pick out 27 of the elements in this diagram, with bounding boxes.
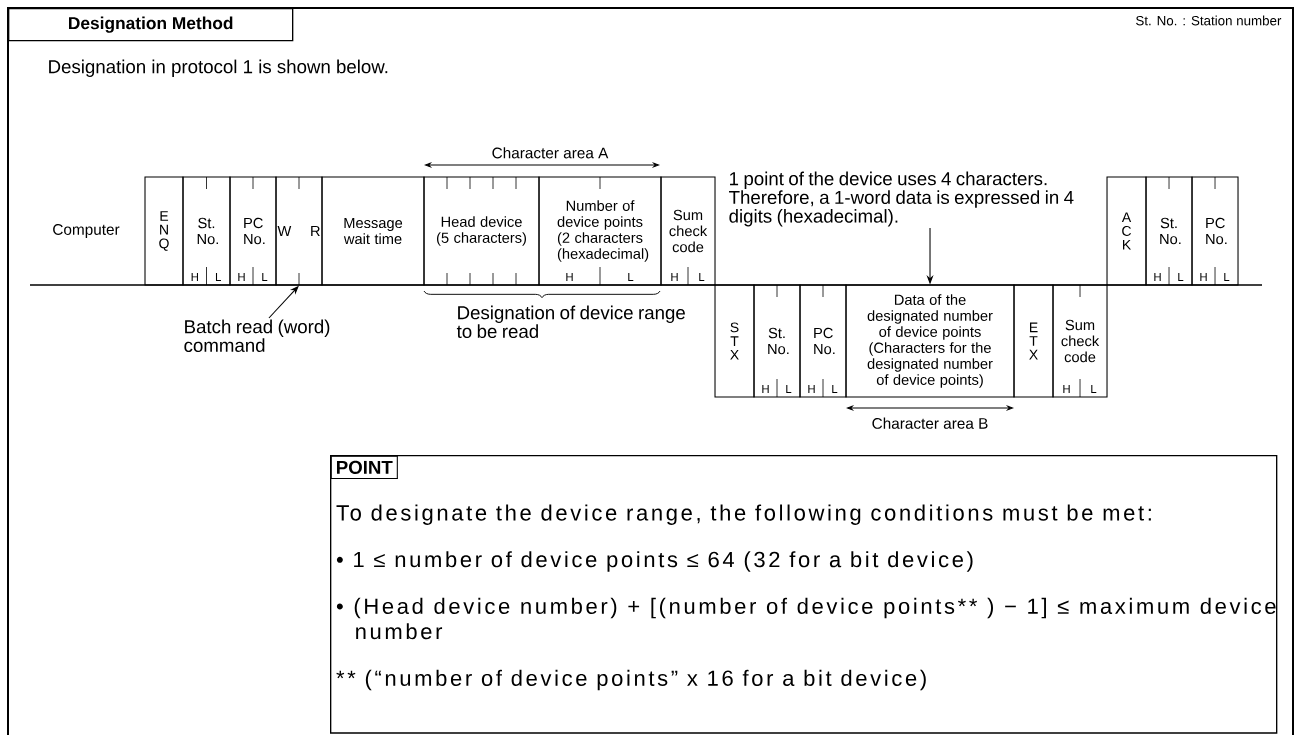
frame-cell: Head device (5 characters) (423, 176, 540, 286)
frame-cell: PC No. H L (799, 284, 847, 398)
frame-cell: PC No. H L (1191, 176, 1239, 286)
frame-cell: Message wait time (321, 176, 425, 286)
frame-cell: W R (275, 176, 323, 286)
frame-cell: Number of device points (2 characters (hexadecimal) H L (538, 176, 662, 286)
row-label: Computer (53, 224, 120, 238)
frame-cell: ENQ (144, 176, 184, 286)
callout-text: Batch read (word) command (184, 319, 330, 353)
heading-box: Designation Method (8, 8, 294, 42)
frame-cell: Sum check code H L (1052, 284, 1108, 398)
area-label: Character area A (492, 147, 609, 159)
frame-cell: St. No. H L (1145, 176, 1193, 286)
frame-cell: St. No. H L (753, 284, 801, 398)
point-box: POINT To designate the device range, the following conditions must be met: • 1 ≤ number of device points ≤ 64 (32 for a bit device) • (Head device number) + [(number of device points** ) − 1] ≤ maximum device number ** (“number of device points” x 16 for a bit device) (330, 455, 1278, 734)
area-label: Character area B (872, 417, 988, 429)
frame-cell: PC No. H L (229, 176, 277, 286)
frame-cell: ETX (1013, 284, 1054, 398)
frame-cell: Data of the designated number of device points (Characters for the designated number of device points) (845, 284, 1015, 398)
note-text: St. No. : Station number (1136, 15, 1282, 26)
brace-label: Designation of device range to be read (456, 305, 685, 339)
frame-cell: Sum check code H L (660, 176, 716, 286)
frame-cell: ACK (1106, 176, 1147, 286)
frame-cell: St. No. H L (182, 176, 231, 286)
frame-cell: STX (714, 284, 755, 398)
intro-text: Designation in protocol 1 is shown below. (49, 59, 388, 77)
callout-text: 1 point of the device uses 4 characters. Therefore, a 1-word data is expressed in 4 digits (hexadecimal). (729, 171, 1074, 227)
